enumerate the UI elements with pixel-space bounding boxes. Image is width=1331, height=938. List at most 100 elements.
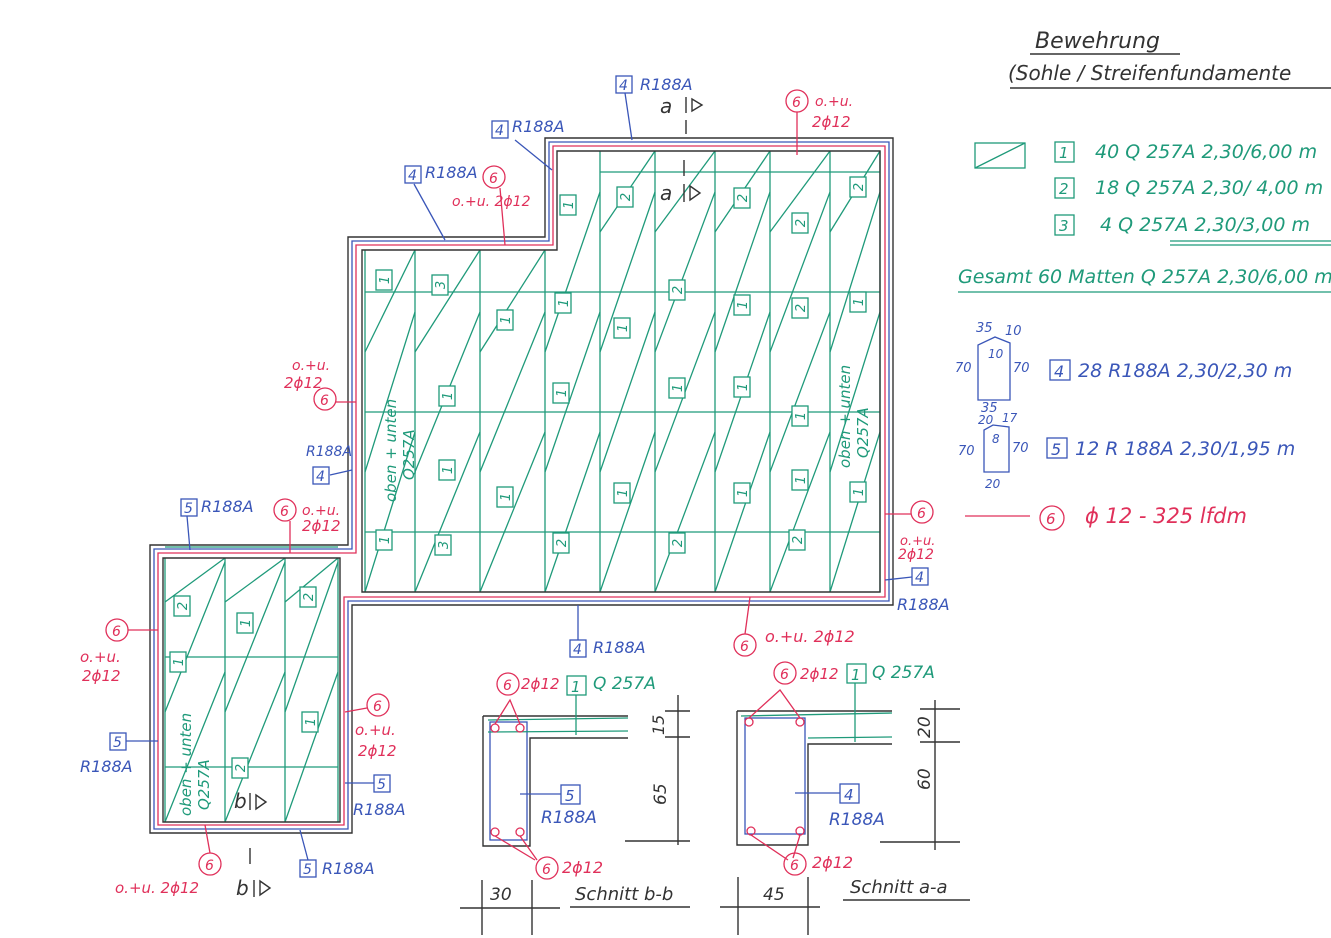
mesh-mat-diagonal bbox=[364, 311, 416, 473]
mat-label-number: 1 bbox=[499, 493, 514, 501]
mat-label-number: 1 bbox=[852, 298, 867, 306]
bar-label: 2ϕ12 bbox=[800, 665, 839, 683]
stirrup-dim: 70 bbox=[1012, 441, 1029, 456]
mat-position-number: 1 bbox=[1059, 144, 1069, 162]
mesh-mat-diagonal bbox=[284, 671, 339, 823]
mesh-mat-diagonal bbox=[479, 431, 546, 593]
callout-label: R188A bbox=[353, 800, 406, 819]
mesh-mat-diagonal bbox=[599, 191, 656, 353]
mat-label-box bbox=[552, 382, 570, 404]
callout-label: 2ϕ12 bbox=[898, 547, 934, 563]
mat-label-number: 1 bbox=[852, 488, 867, 496]
position-number: 6 bbox=[489, 171, 498, 187]
callout-label: o.+u. bbox=[292, 358, 330, 374]
dimension-label: 15 bbox=[649, 715, 668, 735]
position-number: 6 bbox=[917, 506, 926, 522]
section-marker-b-inner: b bbox=[234, 789, 268, 813]
callout-label: o.+u. 2ϕ12 bbox=[115, 879, 199, 897]
callout-label: R188A bbox=[897, 595, 950, 614]
mesh-mat-diagonal bbox=[544, 191, 601, 353]
bar-position-number: 6 bbox=[1046, 510, 1056, 528]
mat-label-number: 1 bbox=[441, 466, 456, 474]
callout-label: 2ϕ12 bbox=[812, 113, 851, 131]
mat-label-box bbox=[733, 187, 751, 209]
mesh-mat-diagonal bbox=[544, 431, 601, 593]
mat-label-number: 1 bbox=[239, 619, 254, 627]
position-number: 5 bbox=[377, 777, 386, 793]
position-number: 6 bbox=[112, 624, 121, 640]
mesh-mat-diagonal bbox=[164, 557, 226, 603]
position-number: 6 bbox=[792, 95, 801, 111]
legend-mat-1: 1 40 Q 257A 2,30/6,00 m bbox=[1054, 141, 1317, 163]
section-marker-a-inner: a bbox=[660, 160, 702, 205]
dimension-label: 45 bbox=[763, 885, 785, 905]
mesh-mat-diagonal bbox=[654, 150, 716, 233]
callout-label: 2ϕ12 bbox=[358, 742, 397, 760]
mat-label-box bbox=[438, 459, 456, 481]
stirrup-dim: 20 bbox=[985, 477, 1001, 491]
mat-label-box bbox=[668, 279, 686, 301]
bar-label: 2ϕ12 bbox=[812, 853, 853, 872]
mat-label-number: 1 bbox=[304, 718, 319, 726]
section-b-b: 6 2ϕ12 1 Q 257A 5 R188A 6 2ϕ12 15 65 30 … bbox=[460, 672, 690, 935]
leader-line bbox=[884, 576, 913, 581]
stirrup-dim: 70 bbox=[958, 444, 975, 459]
position-box bbox=[491, 120, 509, 139]
mat-label-box bbox=[559, 194, 577, 216]
mat-label-box bbox=[301, 711, 319, 733]
section-marker-a-top: a bbox=[660, 94, 704, 134]
stirrup-label: R188A bbox=[541, 808, 597, 828]
stirrup-text: 12 R 188A 2,30/1,95 m bbox=[1075, 438, 1295, 460]
mat-label-box bbox=[733, 482, 751, 504]
position-number: 5 bbox=[113, 735, 122, 751]
bar-circle bbox=[910, 500, 934, 524]
dimension-label: 65 bbox=[651, 783, 671, 805]
note-text: oben + unten bbox=[382, 399, 400, 502]
mat-position-number: 1 bbox=[851, 666, 861, 684]
mat-label-number: 2 bbox=[671, 539, 686, 547]
mesh-mat-diagonal bbox=[829, 191, 881, 353]
stirrup-dim: 70 bbox=[955, 361, 972, 376]
callout-label: R188A bbox=[201, 497, 254, 516]
leader-line bbox=[413, 183, 446, 241]
mat-position-number: 1 bbox=[571, 678, 581, 696]
mesh-mat-diagonal bbox=[414, 431, 481, 593]
callout-label: 2ϕ12 bbox=[302, 517, 341, 535]
mat-label-box bbox=[299, 586, 317, 608]
mat-label-number: 1 bbox=[499, 316, 514, 324]
section-marker-b-bottom: b bbox=[236, 848, 272, 900]
mat-label-number: 1 bbox=[794, 412, 809, 420]
dimension-label: 60 bbox=[915, 768, 935, 790]
stirrup-dim: 35 bbox=[976, 321, 993, 336]
mat-label-number: 1 bbox=[794, 476, 809, 484]
stirrup-text: 28 R188A 2,30/2,30 m bbox=[1078, 360, 1292, 382]
mat-label-box bbox=[236, 612, 254, 634]
mesh-mat-diagonal bbox=[769, 311, 831, 473]
leader-line bbox=[499, 187, 506, 246]
mat-label-number: 1 bbox=[555, 389, 570, 397]
mat-text: 4 Q 257A 2,30/3,00 m bbox=[1100, 214, 1310, 236]
section-letter: b bbox=[234, 789, 247, 813]
position-box bbox=[615, 75, 633, 94]
mesh-mat-diagonal bbox=[654, 191, 716, 353]
foundation-inner-outline bbox=[162, 150, 881, 823]
position-number: 4 bbox=[619, 78, 628, 94]
bar-text: ϕ 12 - 325 lfdm bbox=[1085, 504, 1247, 528]
leader-line bbox=[329, 469, 353, 476]
stirrup-dim: 35 bbox=[981, 401, 998, 416]
section-letter: a bbox=[660, 94, 672, 118]
callout-label: 2ϕ12 bbox=[82, 667, 121, 685]
mat-label-box bbox=[791, 469, 809, 491]
bar-position-number: 6 bbox=[790, 858, 799, 874]
mat-label-box bbox=[791, 405, 809, 427]
note-text: oben + unten bbox=[177, 713, 195, 816]
legend-mat-2: 2 18 Q 257A 2,30/ 4,00 m bbox=[1054, 177, 1323, 199]
bar-position-number: 6 bbox=[503, 678, 512, 694]
callout-label: o.+u. bbox=[302, 503, 340, 519]
bar-position-number: 6 bbox=[542, 862, 551, 878]
mesh-mat-diagonal bbox=[224, 557, 286, 603]
mat-symbol-icon bbox=[974, 142, 1026, 169]
position-number: 6 bbox=[373, 699, 382, 715]
